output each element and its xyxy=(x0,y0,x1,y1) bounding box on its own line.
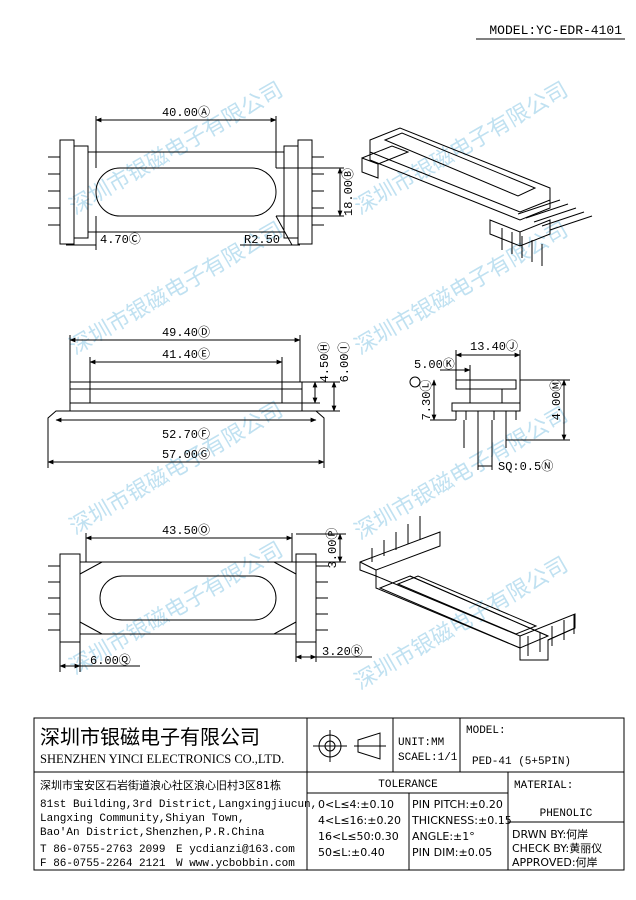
company-name-en: SHENZHEN YINCI ELECTRONICS CO.,LTD. xyxy=(40,752,284,766)
dim-i: 6.00Ⓘ xyxy=(337,342,352,383)
iso-view-bottom xyxy=(359,516,576,661)
unit-label: UNIT:MM xyxy=(398,737,444,749)
contact-web: W www.ycbobbin.com xyxy=(176,858,295,870)
iso-view-top xyxy=(361,127,593,266)
check-by: CHECK BY:黄丽仪 xyxy=(512,841,602,855)
dim-a: 40.00Ⓐ xyxy=(162,105,210,120)
top-view xyxy=(48,116,344,250)
address-cn: 深圳市宝安区石岩街道浪心社区浪心旧村3区81栋 xyxy=(40,778,281,792)
scale-label: SCAEL:1/1 xyxy=(398,752,458,764)
dim-p: 3.00Ⓟ xyxy=(325,528,340,569)
contact-tel: T 86-0755-2763 2099 xyxy=(40,844,165,856)
dim-m: 4.00Ⓜ xyxy=(549,380,564,421)
dim-q: 6.00Ⓠ xyxy=(90,653,131,668)
tolerance-left-3: 16<L≤50:0.30 xyxy=(318,830,399,843)
tolerance-right-4: PIN DIM:±0.05 xyxy=(412,846,492,859)
tolerance-left-1: 0<L≤4:±0.10 xyxy=(318,798,394,811)
dim-f: 52.70Ⓕ xyxy=(162,427,210,442)
dim-rr: 3.20Ⓡ xyxy=(322,644,363,659)
watermark-5: 深圳市银磁电子有限公司 xyxy=(66,398,288,541)
tolerance-left-4: 50≤L:±0.40 xyxy=(318,846,385,859)
dim-c: 4.70Ⓒ xyxy=(100,232,141,247)
side-view xyxy=(430,350,570,470)
approved-by: APPROVED:何岸 xyxy=(512,856,598,869)
contact-fax: F 86-0755-2264 2121 xyxy=(40,858,166,870)
dim-j: 13.40Ⓙ xyxy=(470,339,518,354)
dim-r: R2.50 xyxy=(244,233,280,247)
address-en-1: 81st Building,3rd District,Langxingjiucu… xyxy=(40,799,317,811)
company-name-cn: 深圳市银磁电子有限公司 xyxy=(40,725,260,749)
tolerance-right-3: ANGLE:±1° xyxy=(412,830,475,843)
material-value: PHENOLIC xyxy=(540,808,593,820)
dim-e: 41.40Ⓔ xyxy=(162,347,210,362)
tolerance-title: TOLERANCE xyxy=(378,779,438,791)
title-block xyxy=(33,717,625,871)
watermark-1: 深圳市银磁电子有限公司 xyxy=(66,78,288,221)
dim-d: 49.40Ⓓ xyxy=(162,325,210,340)
contact-email: E ycdianzi@163.com xyxy=(176,844,295,856)
dim-g: 57.00Ⓖ xyxy=(162,447,210,462)
dim-l: 7.30Ⓛ xyxy=(419,380,434,421)
header-model: MODEL:YC-EDR-4101 xyxy=(489,23,622,38)
bottom-view xyxy=(48,533,372,672)
dim-h: 4.50Ⓗ xyxy=(317,342,332,383)
model-value: PED-41 (5+5PIN) xyxy=(472,756,571,768)
dim-n: SQ:0.5Ⓝ xyxy=(498,459,553,474)
address-en-3: Bao'An District,Shenzhen,P.R.China xyxy=(40,827,265,839)
dim-b: 18.00Ⓑ xyxy=(341,168,356,216)
tolerance-right-1: PIN PITCH:±0.20 xyxy=(412,798,503,811)
model-label: MODEL: xyxy=(466,725,506,737)
tolerance-right-2: THICKNESS:±0.15 xyxy=(411,814,512,827)
dim-o: 43.50Ⓞ xyxy=(162,523,210,538)
dim-k: 5.00Ⓚ xyxy=(414,357,455,372)
drawn-by: DRWN BY:何岸 xyxy=(512,828,588,841)
watermark-group: 深圳市银磁电子有限公司 深圳市银磁电子有限公司 深圳市银磁电子有限公司 深圳市银… xyxy=(66,78,573,696)
tolerance-left-2: 4<L≤16:±0.20 xyxy=(318,814,401,827)
front-view xyxy=(47,335,340,468)
material-label: MATERIAL: xyxy=(514,780,573,792)
watermark-4: 深圳市银磁电子有限公司 xyxy=(351,218,573,361)
address-en-2: Langxing Community,Shiyan Town, xyxy=(40,813,245,825)
